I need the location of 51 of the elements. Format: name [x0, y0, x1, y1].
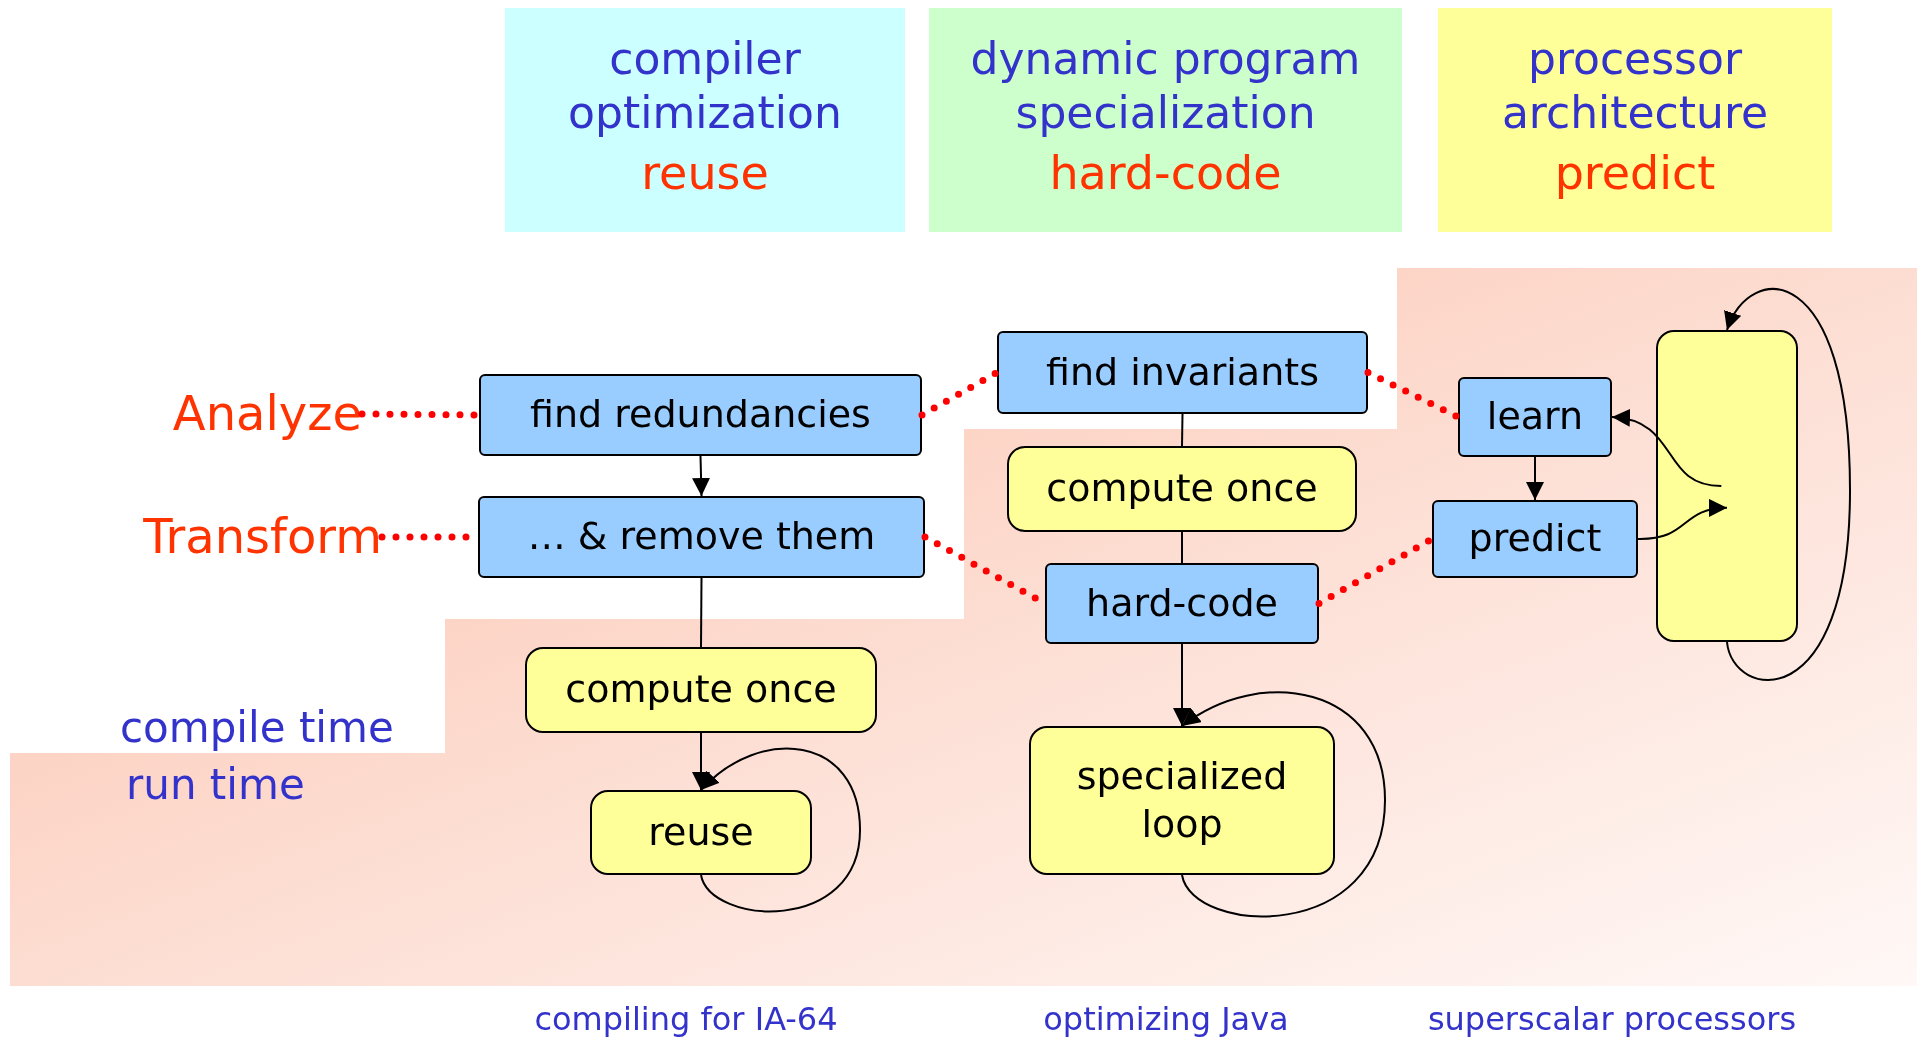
box-label: reuse: [647, 808, 755, 856]
arrow: [1726, 288, 1851, 681]
connector-line: [1181, 531, 1183, 564]
caption-text: run time: [126, 760, 305, 811]
arrow: [692, 455, 711, 497]
connector-line: [1181, 413, 1184, 447]
dotted-connector: [1364, 369, 1462, 421]
heading-text: compiler optimization: [567, 31, 843, 140]
stage-label: Transform: [100, 509, 382, 565]
arrow: [692, 732, 710, 791]
header-panel: [929, 8, 1402, 232]
keyword-text: reuse: [641, 145, 769, 203]
keyword-text: predict: [1554, 145, 1716, 203]
keyword-text: hard-code: [1049, 145, 1282, 203]
process-box: [997, 331, 1368, 414]
box-label: hard-code: [1085, 579, 1279, 627]
box-label: find invariants: [1045, 348, 1320, 396]
box-label: predict: [1467, 515, 1603, 563]
caption-text: compiling for IA-64: [534, 1000, 838, 1039]
process-box: [1029, 726, 1335, 875]
process-box: [525, 647, 877, 733]
caption-text: optimizing Java: [1043, 1000, 1289, 1039]
stage-label: Analyze: [150, 386, 362, 442]
arrow: [1611, 410, 1723, 487]
process-box: [1432, 500, 1638, 578]
arrow: [1173, 643, 1191, 727]
arrow: [1526, 456, 1544, 501]
heading-text: dynamic program specialization: [969, 31, 1362, 140]
box-label: compute once: [1045, 465, 1319, 513]
box-label: compute once: [564, 666, 838, 714]
caption-text: compile time: [120, 703, 394, 754]
box-label: specialized loop: [1075, 753, 1289, 848]
connector-line: [700, 577, 703, 648]
process-box: [1458, 377, 1612, 457]
process-box: [1045, 563, 1319, 644]
header-panel: [505, 8, 905, 232]
process-box: [479, 374, 922, 456]
arrow: [1181, 691, 1386, 918]
process-box: [1007, 446, 1357, 532]
box-label: learn: [1485, 393, 1585, 441]
process-box: [1656, 330, 1798, 642]
header-panel: [1438, 8, 1832, 232]
heading-text: processor architecture: [1500, 31, 1770, 140]
process-box: [590, 790, 812, 875]
box-label: … & remove them: [526, 513, 877, 561]
box-label: find redundancies: [529, 391, 872, 439]
arrow: [1637, 500, 1728, 540]
arrow: [700, 747, 861, 913]
process-box: [478, 496, 925, 578]
dotted-connector: [918, 369, 1001, 419]
caption-text: superscalar processors: [1427, 1000, 1797, 1039]
